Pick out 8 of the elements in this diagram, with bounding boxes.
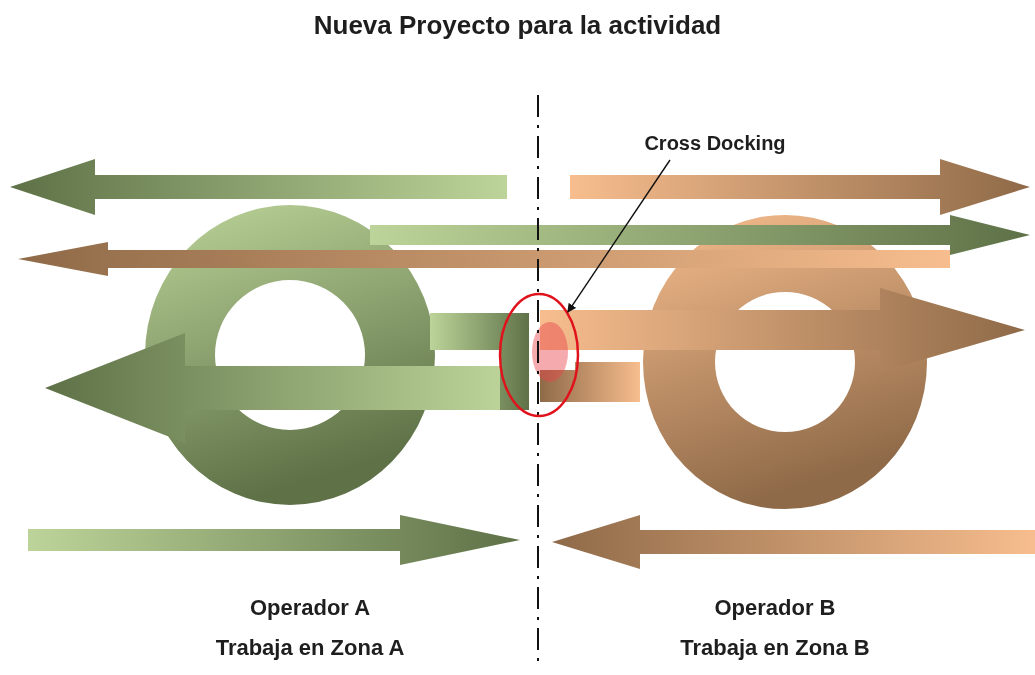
operator-label: Operador A — [248, 595, 372, 621]
operator-label: Operador B — [713, 595, 837, 621]
zone-label: Trabaja en Zona A — [214, 635, 406, 661]
title: Nueva Proyecto para la actividad — [312, 10, 723, 41]
callout-label: Cross Docking — [625, 126, 805, 160]
zone-label: Trabaja en Zona B — [679, 635, 871, 661]
highlight-ellipse — [498, 292, 580, 418]
leader-line — [567, 159, 671, 313]
